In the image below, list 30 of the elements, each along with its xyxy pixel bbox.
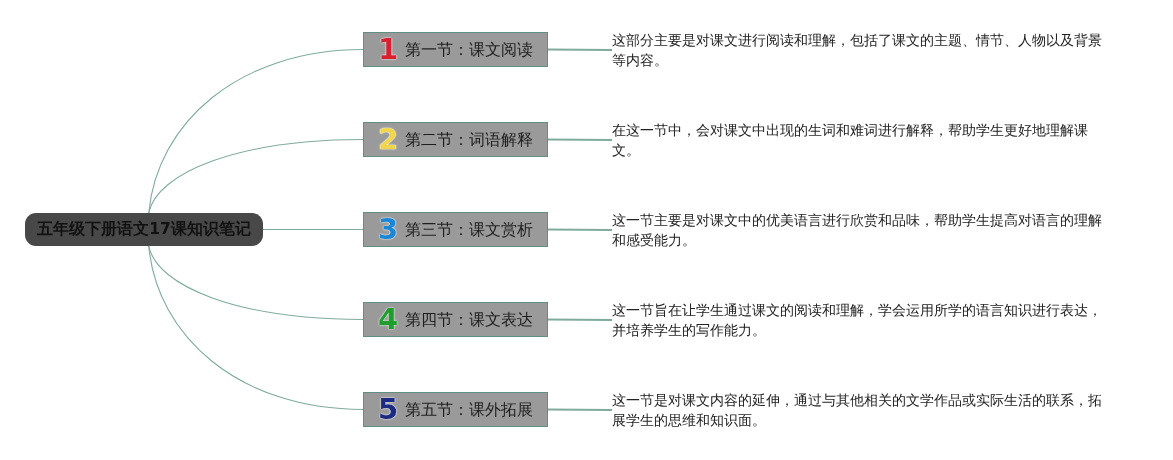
section-number: 3 (377, 215, 399, 244)
topic-box (363, 302, 548, 337)
topic-box (363, 392, 548, 427)
description-text: 这一节旨在让学生通过课文的阅读和理解，学会运用所学的语言知识进行表达，并培养学生的写作能力。 (612, 300, 1112, 340)
topic-label: 第一节：课文阅读 (405, 39, 534, 60)
connector-line (148, 245, 364, 411)
connector-line (148, 245, 364, 321)
topic-label: 第二节：词语解释 (405, 129, 534, 150)
connector-line (547, 408, 613, 411)
topic-label: 第三节：课文赏析 (405, 219, 534, 240)
connector-line (547, 318, 613, 321)
description-text: 这一节是对课文内容的延伸，通过与其他相关的文学作品或实际生活的联系，拓展学生的思维和知识面。 (612, 390, 1109, 430)
section-number: 4 (377, 305, 399, 334)
connector-line (547, 138, 613, 141)
connector-line (148, 48, 364, 214)
topic-label: 第五节：课外拓展 (405, 399, 534, 420)
connector-line (148, 138, 364, 214)
description-text: 在这一节中，会对课文中出现的生词和难词进行解释，帮助学生更好地理解课文。 (612, 120, 1109, 160)
connector-line (547, 48, 613, 51)
topic-box (363, 212, 548, 247)
connector-line (547, 228, 613, 231)
section-number: 2 (377, 125, 399, 154)
section-number: 5 (377, 395, 399, 424)
topic-label: 第四节：课文表达 (405, 309, 534, 330)
connector-line (262, 228, 364, 231)
topic-box (363, 32, 548, 67)
description-text: 这部分主要是对课文进行阅读和理解，包括了课文的主题、情节、人物以及背景等内容。 (612, 30, 1109, 70)
description-text: 这一节主要是对课文中的优美语言进行欣赏和品味，帮助学生提高对语言的理解和感受能力。 (612, 210, 1109, 250)
topic-box (363, 122, 548, 157)
section-number: 1 (377, 35, 399, 64)
